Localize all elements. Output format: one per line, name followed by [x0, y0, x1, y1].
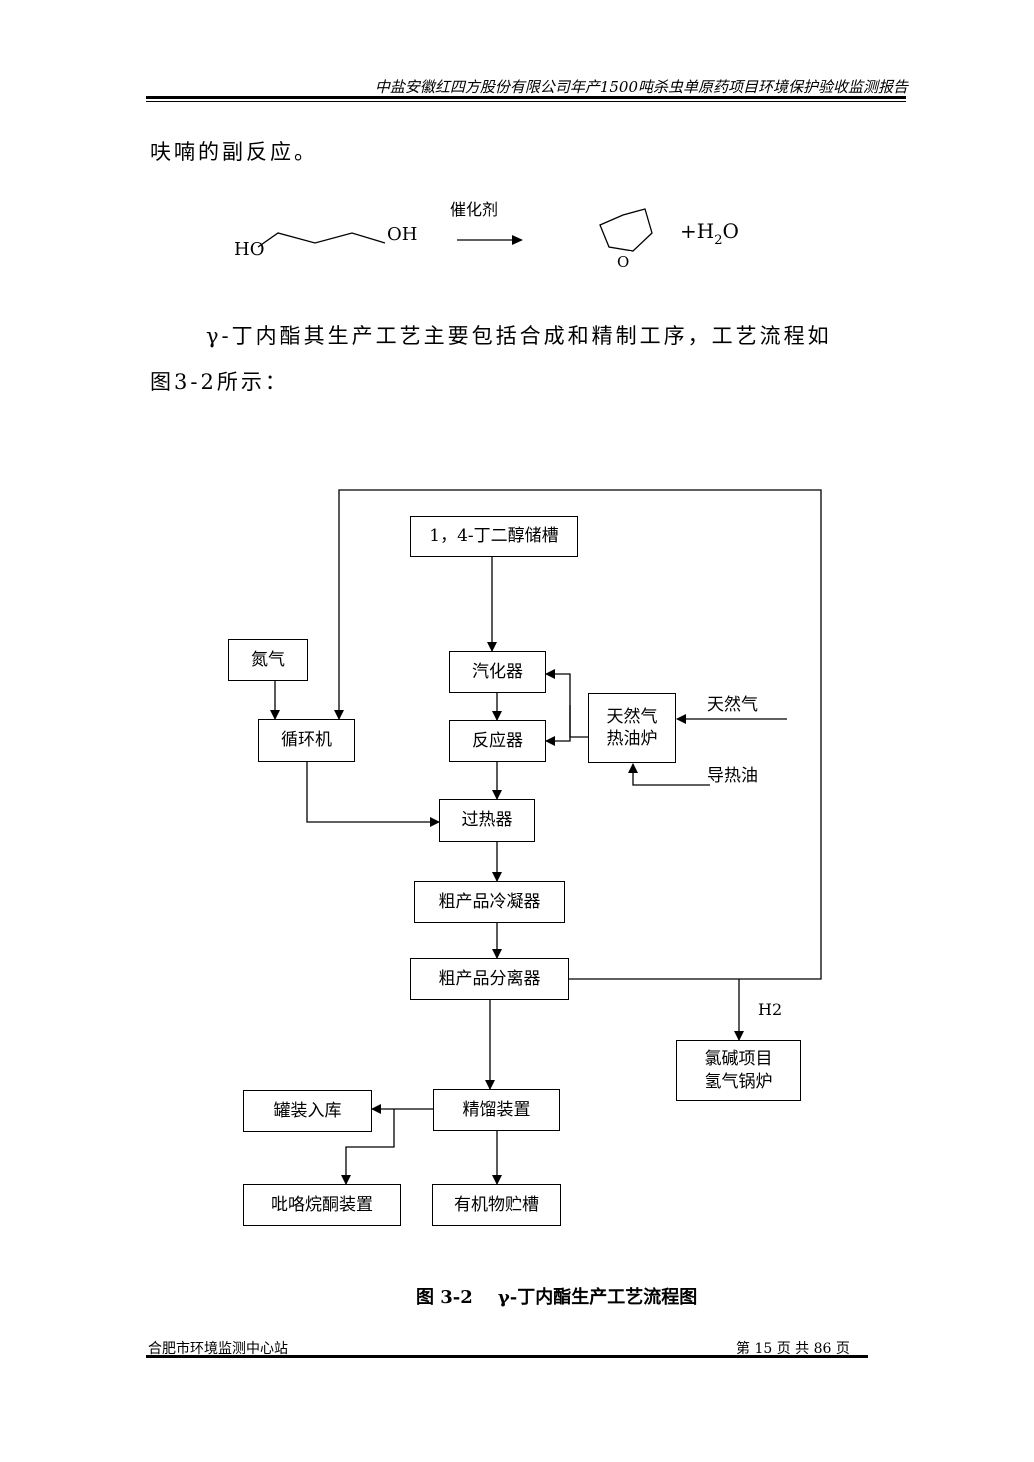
reaction-equation: HO OH 催化剂 O +H2O	[234, 200, 739, 271]
header-rule-thin	[146, 101, 906, 102]
arrow-circulator-to-superheater	[306, 762, 440, 827]
thf-oxygen-label: O	[617, 253, 629, 271]
figure-caption: 图 3-2 γ-丁内酯生产工艺流程图	[416, 1287, 698, 1308]
vaporizer-box: 汽化器	[449, 651, 546, 693]
pyrrolidone-unit-box: 吡咯烷酮装置	[243, 1184, 401, 1226]
rectification-unit-box: 精馏装置	[433, 1089, 560, 1131]
crude-condenser-box: 粗产品冷凝器	[414, 881, 565, 923]
heat-oil-furnace-box: 天然气 热油炉	[588, 693, 676, 763]
reactor-box: 反应器	[449, 720, 546, 762]
canning-storage-box: 罐装入库	[243, 1090, 372, 1132]
reaction-ho-label: HO	[234, 239, 264, 260]
arrow-recycle-to-circulator	[334, 489, 822, 980]
superheater-box: 过热器	[439, 799, 535, 842]
heat-transfer-oil-label: 导热油	[707, 766, 758, 786]
h2-label: H2	[758, 1000, 783, 1019]
crude-separator-box: 粗产品分离器	[410, 958, 569, 1000]
arrow-furnace-to-vaporizer	[545, 669, 588, 738]
thf-ring	[599, 208, 653, 252]
body-line-1: 呋喃的副反应。	[150, 140, 318, 164]
natural-gas-label: 天然气	[707, 695, 758, 715]
arrow-furnace-to-reactor	[545, 705, 571, 746]
nitrogen-box: 氮气	[228, 639, 308, 681]
hydrogen-boiler-box: 氯碱项目 氢气锅炉	[676, 1040, 801, 1101]
paragraph-line-1: γ-丁内酯其生产工艺主要包括合成和精制工序，工艺流程如	[206, 324, 832, 348]
reaction-oh-label: OH	[387, 224, 417, 245]
arrow-heat-oil-to-furnace	[628, 763, 710, 786]
document-header-title: 中盐安徽红四方股份有限公司年产1500吨杀虫单原药项目环境保护验收监测报告	[374, 78, 908, 96]
butanediol-chain	[257, 232, 386, 248]
footer-rule	[146, 1355, 868, 1358]
footer-station-name: 合肥市环境监测中心站	[148, 1341, 288, 1357]
reaction-arrowhead	[512, 235, 523, 245]
catalyst-label: 催化剂	[450, 200, 498, 219]
header-rule-thick	[146, 96, 906, 99]
paragraph-line-2: 图3-2所示：	[150, 370, 289, 394]
water-product-label: +H2O	[680, 219, 739, 248]
organic-storage-tank-box: 有机物贮槽	[432, 1184, 561, 1226]
bdo-storage-tank-box: 1，4-丁二醇储槽	[410, 516, 578, 557]
footer-page-number: 第 15 页 共 86 页	[736, 1341, 850, 1357]
circulator-box: 循环机	[258, 719, 355, 762]
arrow-rectifier-to-pyrrolidone	[341, 1109, 395, 1185]
